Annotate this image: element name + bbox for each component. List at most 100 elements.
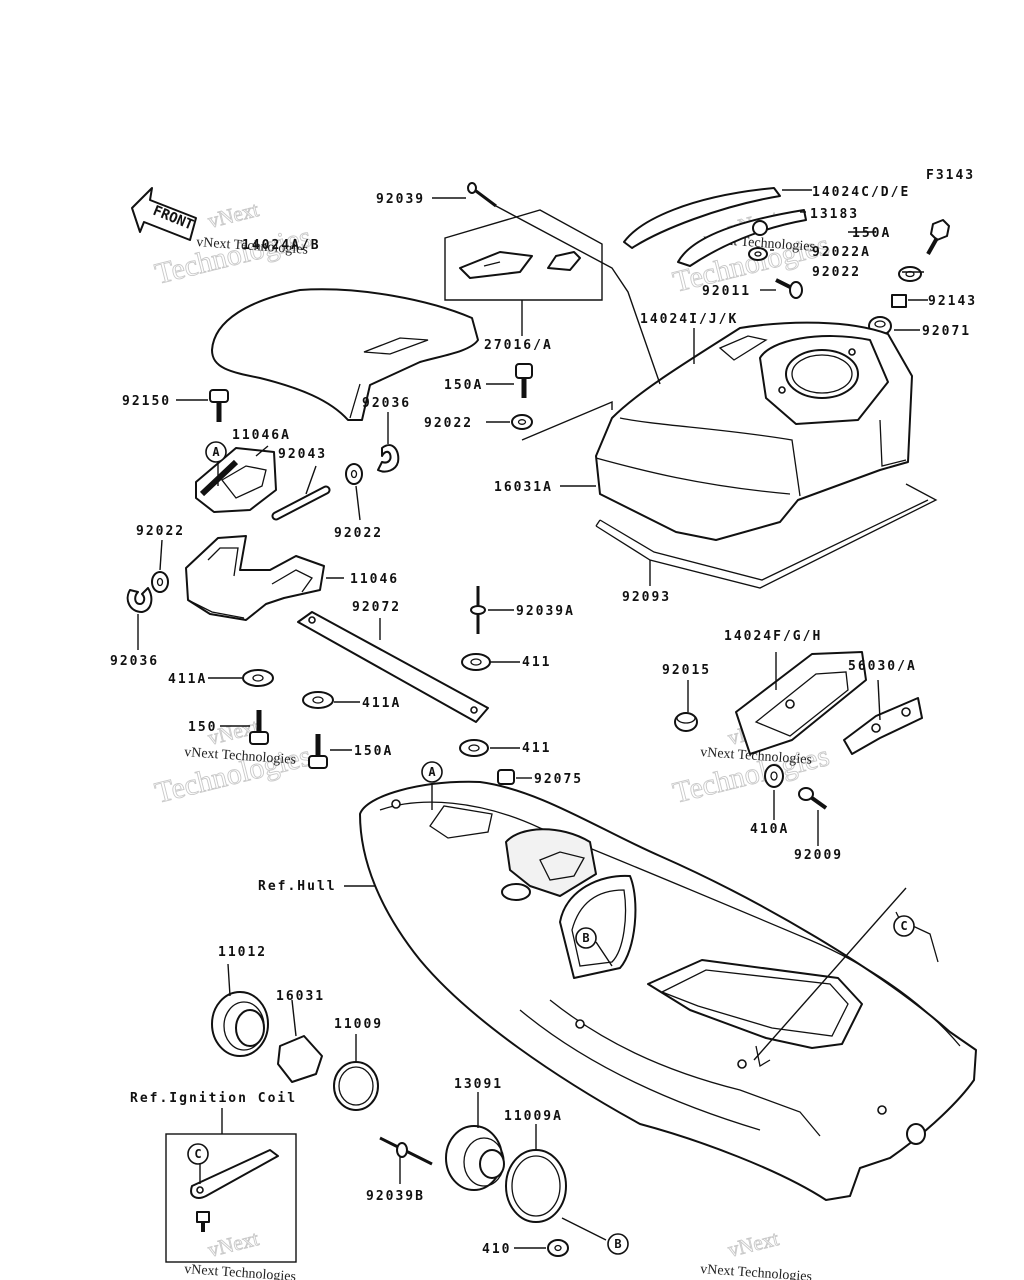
label-411a-mid: 411A (362, 696, 401, 711)
label-92093: 92093 (622, 590, 671, 605)
pin-92043 (271, 485, 331, 521)
label-16031a: 16031A (494, 480, 553, 495)
callout-b-hull: B (575, 927, 597, 949)
label-411-low: 411 (522, 741, 551, 756)
label-16031: 16031 (276, 989, 325, 1004)
label-14024fgh: 14024F/G/H (724, 629, 822, 644)
washer-92022-left (151, 571, 169, 593)
svg-text:C: C (900, 919, 907, 933)
front-arrow-icon: FRONT (131, 187, 197, 241)
figure-code: F3143 (926, 168, 975, 183)
label-150a-top: 150A (852, 226, 891, 241)
washer-411a-mid (302, 691, 334, 709)
bearing-13091 (445, 1125, 505, 1191)
watermark-bottom-right: vNext (725, 1226, 782, 1263)
label-92009: 92009 (794, 848, 843, 863)
label-ref-ignition-coil: Ref.Ignition Coil (130, 1091, 297, 1106)
washer-92022-right (898, 266, 922, 282)
cap-92015 (674, 712, 698, 732)
label-92071: 92071 (922, 324, 971, 339)
label-11009: 11009 (334, 1017, 383, 1032)
label-11012: 11012 (218, 945, 267, 960)
label-56030a: 56030/A (848, 659, 917, 674)
label-11046: 11046 (350, 572, 399, 587)
svg-text:A: A (428, 765, 436, 779)
callout-c-coil: C (187, 1143, 209, 1165)
svg-text:B: B (614, 1237, 621, 1251)
latch-parts-27016a (444, 209, 603, 301)
label-92015: 92015 (662, 663, 711, 678)
callout-c-hull: C (893, 915, 915, 937)
svg-text:A: A (212, 445, 220, 459)
oring-11009 (333, 1061, 379, 1111)
bolt-150a-top (926, 219, 950, 255)
watermark-caption-bottom-left: vNext Technologies (184, 1262, 297, 1280)
nut-92143 (891, 294, 907, 308)
plate-56030a (843, 697, 923, 755)
screw-92011 (775, 278, 803, 299)
label-92022-left: 92022 (136, 524, 185, 539)
label-411a-left: 411A (168, 672, 207, 687)
cap-16031 (277, 1035, 323, 1083)
leader-lines (137, 189, 928, 1249)
bracket-11046a (195, 447, 277, 513)
label-410: 410 (482, 1242, 511, 1257)
washer-411a-left (242, 669, 274, 687)
label-411-top: 411 (522, 655, 551, 670)
bolt-150 (249, 710, 269, 745)
label-27016a: 27016/A (484, 338, 553, 353)
label-92039: 92039 (376, 192, 425, 207)
label-13091: 13091 (454, 1077, 503, 1092)
seat-cover-part (211, 288, 479, 421)
washer-411-top (461, 653, 491, 671)
label-11009a: 11009A (504, 1109, 563, 1124)
callout-b-bottom: B (607, 1233, 629, 1255)
washer-92022-mid (511, 414, 533, 430)
label-92143: 92143 (928, 294, 977, 309)
label-150: 150 (188, 720, 217, 735)
label-92150: 92150 (122, 394, 171, 409)
watermark-bottom-left: vNext (205, 1226, 262, 1263)
label-92039b: 92039B (366, 1189, 425, 1204)
svg-text:vNext: vNext (205, 197, 261, 233)
bolt-150a-mid (515, 363, 533, 398)
drain-plug-11012 (211, 991, 269, 1057)
bar-92072 (297, 611, 489, 723)
strap-14024cde (623, 187, 781, 249)
plate-14024fgh (735, 651, 867, 755)
rod-92039b (379, 1136, 433, 1166)
washer-92022-left2 (345, 463, 363, 485)
label-92072: 92072 (352, 600, 401, 615)
washer-411-low (459, 739, 489, 757)
label-92075: 92075 (534, 772, 583, 787)
clip-92036-left (126, 587, 153, 613)
label-14024ab: 14024A/B (242, 238, 321, 253)
label-14024ijk: 14024I/J/K (640, 312, 738, 327)
label-92039a: 92039A (516, 604, 575, 619)
label-14024cde: 14024C/D/E (812, 185, 910, 200)
label-150a-low: 150A (354, 744, 393, 759)
label-ref-hull: Ref.Hull (258, 879, 337, 894)
label-150a-mid: 150A (444, 378, 483, 393)
svg-text:vNext: vNext (205, 1226, 261, 1262)
washer-92022a (748, 247, 768, 261)
callout-a-upper: A (205, 441, 227, 463)
callout-a-hull: A (421, 761, 443, 783)
washer-410 (547, 1239, 569, 1257)
label-92022-right: 92022 (812, 265, 861, 280)
label-410a: 410A (750, 822, 789, 837)
hatch-cover-14024ijk (595, 321, 913, 541)
svg-text:B: B (582, 931, 589, 945)
oring-11009a (505, 1149, 567, 1223)
rod-92039a (470, 586, 486, 634)
svg-text:vNext: vNext (725, 1226, 781, 1262)
bolt-92150 (209, 389, 229, 422)
svg-text:C: C (194, 1147, 201, 1161)
part-labels: 92039 14024C/D/E 13183 150A 92022A 92022… (110, 185, 977, 1257)
label-11046a: 11046A (232, 428, 291, 443)
label-13183: 13183 (810, 207, 859, 222)
label-92022-left2: 92022 (334, 526, 383, 541)
label-92043: 92043 (278, 447, 327, 462)
label-92036-left: 92036 (110, 654, 159, 669)
